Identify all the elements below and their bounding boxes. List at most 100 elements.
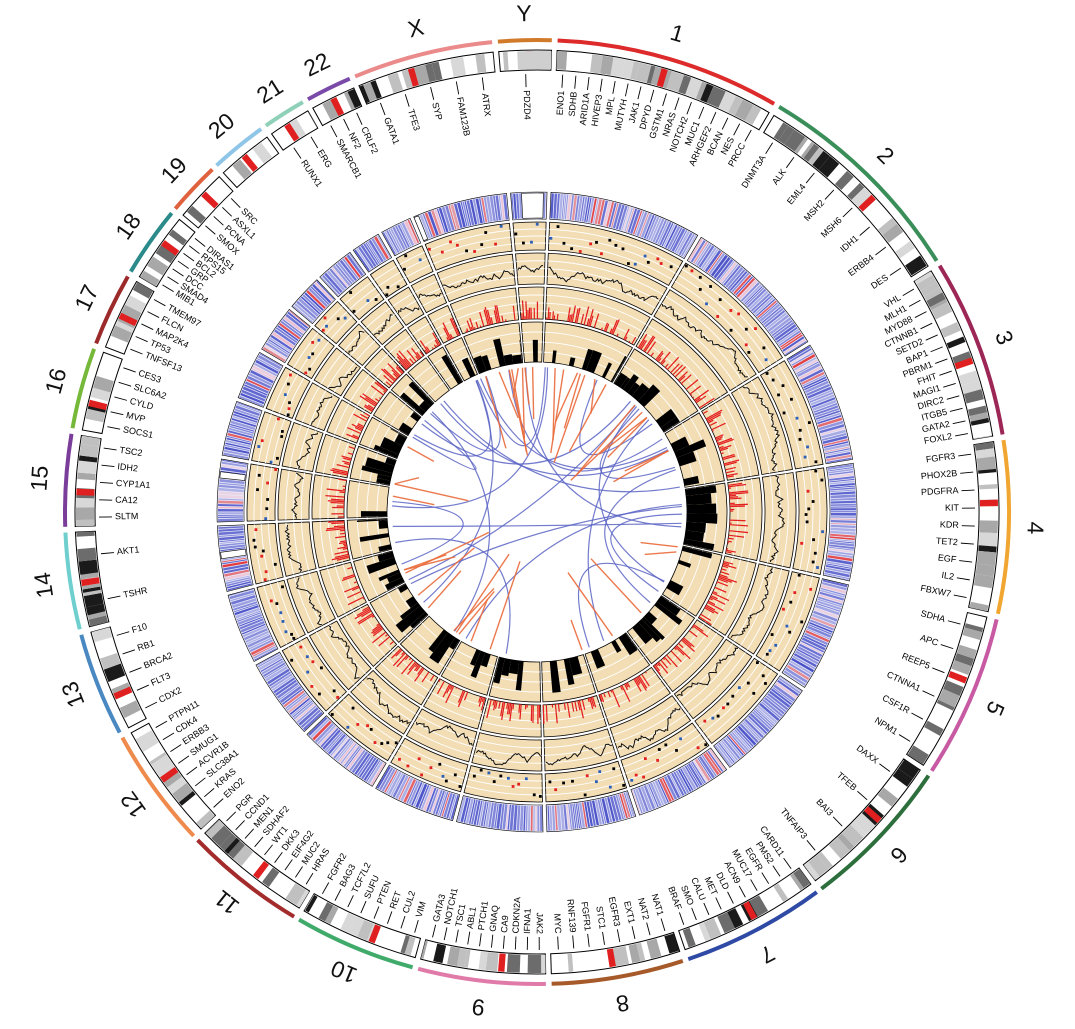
gene-label: APC	[919, 633, 940, 648]
gene-leader-line	[734, 124, 740, 136]
bar-mark	[539, 705, 540, 718]
scatter-point	[586, 774, 589, 777]
ideogram-band	[556, 51, 567, 70]
scatter-point	[595, 780, 598, 783]
scatter-point	[331, 713, 334, 716]
scatter-point	[685, 265, 688, 268]
gene-label: TET2	[936, 536, 959, 548]
scatter-point	[255, 528, 258, 531]
scatter-point	[284, 393, 287, 396]
gene-leader-line	[947, 396, 960, 399]
gene-label: MPL	[603, 96, 616, 116]
bar-mark	[730, 523, 732, 524]
scatter-point	[333, 689, 336, 692]
scatter-point	[769, 649, 772, 652]
gene-leader-line	[647, 923, 650, 936]
gene-leader-line	[909, 300, 920, 306]
chromosome-label-10: 10	[327, 955, 361, 989]
gene-label: CA12	[115, 495, 138, 506]
gene-leader-line	[941, 645, 953, 649]
cnv-block	[379, 520, 388, 529]
gene-leader-line	[766, 143, 773, 154]
bar-mark	[331, 513, 344, 514]
scatter-point	[270, 461, 273, 464]
cnv-block	[361, 511, 387, 517]
scatter-point	[554, 788, 557, 791]
gene-label: FAM123B	[455, 96, 472, 137]
scatter-point	[274, 563, 277, 566]
gene-label: NPM1	[873, 715, 900, 737]
link-layer	[392, 367, 682, 654]
scatter-point	[385, 293, 388, 296]
scatter-point	[264, 517, 267, 520]
scatter-point	[397, 285, 400, 288]
chromosome-label-7: 7	[756, 940, 779, 969]
scatter-point	[289, 374, 292, 377]
scatter-point	[563, 242, 566, 245]
gene-label: ERG	[315, 148, 334, 170]
gene-leader-line	[491, 935, 492, 948]
scatter-point	[697, 746, 700, 749]
scatter-point	[634, 263, 637, 266]
scatter-point	[287, 413, 290, 416]
gene-leader-line	[955, 434, 968, 436]
scatter-point	[675, 749, 678, 752]
chromosome-label-13: 13	[56, 678, 90, 711]
gene-label: IL2	[941, 570, 955, 582]
link-segment	[404, 557, 455, 570]
gene-label: CSF1R	[881, 693, 912, 716]
scatter-point	[772, 379, 775, 382]
ideogram-band	[977, 456, 996, 470]
ideogram-band	[507, 954, 521, 973]
scatter-point	[344, 317, 347, 320]
gene-leader-line	[687, 102, 692, 114]
bar-mark	[527, 705, 528, 708]
gene-label: MVP	[125, 410, 146, 424]
link-segment	[645, 552, 677, 554]
scatter-point	[747, 682, 750, 685]
gene-leader-line	[111, 412, 124, 415]
gene-leader-line	[130, 349, 142, 354]
gene-leader-line	[264, 845, 272, 855]
scatter-point	[703, 720, 706, 723]
scatter-point	[324, 317, 327, 320]
scatter-point	[266, 482, 269, 485]
scatter-point	[584, 794, 587, 797]
gene-label: DAXX	[855, 743, 881, 766]
gene-leader-line	[444, 927, 447, 940]
gene-leader-line	[961, 490, 974, 491]
gene-leader-line	[943, 383, 955, 387]
chromosome-label-5: 5	[981, 698, 1010, 720]
ideogram-band	[980, 520, 998, 533]
gene-leader-line	[331, 126, 337, 137]
gene-label: IDH1	[838, 233, 860, 254]
link-segment	[568, 573, 612, 636]
scatter-point	[764, 682, 767, 685]
gene-leader-line	[948, 621, 961, 624]
gene-label: EXT1	[622, 900, 637, 924]
scatter-point	[719, 298, 722, 301]
gene-leader-line	[322, 882, 328, 893]
gene-leader-line	[625, 84, 628, 97]
scatter-point	[512, 785, 515, 788]
scatter-point	[320, 666, 323, 669]
gene-label: RNF139	[565, 899, 578, 933]
scatter-point	[812, 500, 815, 503]
gene-leader-line	[231, 198, 240, 207]
gene-leader-line	[456, 81, 458, 94]
scatter-point	[793, 591, 796, 594]
link-curve	[432, 412, 489, 632]
scatter-point	[311, 341, 314, 344]
gene-leader-line	[920, 323, 932, 329]
gene-leader-line	[294, 148, 301, 159]
bar-mark	[343, 504, 344, 505]
scatter-point	[644, 757, 647, 760]
chromosome-label-18: 18	[110, 208, 146, 244]
chromosome-label-y: Y	[516, 0, 532, 26]
scatter-point	[441, 251, 444, 254]
scatter-point	[539, 795, 542, 798]
gene-label: CYP1A1	[116, 478, 151, 490]
gene-leader-line	[879, 764, 889, 772]
ideogram-band	[528, 955, 542, 973]
